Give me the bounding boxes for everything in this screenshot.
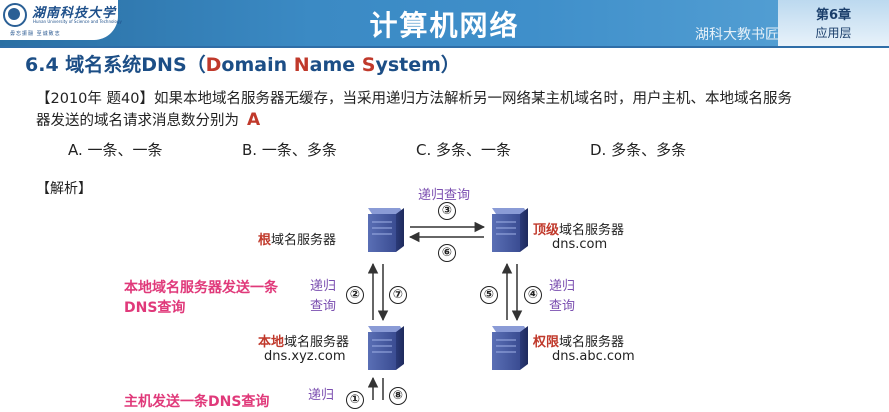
local-server-label: 本地域名服务器 xyxy=(258,331,349,350)
title-letter-s: S xyxy=(361,54,376,76)
root-rest: 域名服务器 xyxy=(271,233,337,248)
answer-mark: A xyxy=(247,110,261,130)
chapter-number: 第6章 xyxy=(815,8,852,23)
logo-text: 湖南科技大学 xyxy=(32,6,117,21)
top-query-label: 递归查询 xyxy=(418,188,471,203)
analysis-label: 【解析】 xyxy=(36,181,92,197)
university-logo: 湖南科技大学 Hunan University of Science and T… xyxy=(0,0,122,40)
option-a: A. 一条、一条 xyxy=(68,141,163,159)
tld-server-label: 顶级域名服务器 xyxy=(533,219,624,238)
root-server-icon xyxy=(368,208,404,252)
question-text: 【2010年 题40】如果本地域名服务器无缓存，当采用递归方法解析另一网络某主机… xyxy=(36,89,796,132)
question-body: 【2010年 题40】如果本地域名服务器无缓存，当采用递归方法解析另一网络某主机… xyxy=(36,91,792,129)
section-title: 6.4 域名系统DNS（Domain Name System） xyxy=(25,50,460,77)
note-local-server: 本地域名服务器发送一条DNS查询 xyxy=(124,280,278,316)
header-divider xyxy=(0,46,889,48)
local-server-icon xyxy=(368,326,404,370)
step-3-icon: ③ xyxy=(438,202,456,220)
header-bar xyxy=(0,0,889,46)
root-highlight: 根 xyxy=(258,233,272,248)
emblem-inner-icon xyxy=(8,8,20,20)
tld-rest: 域名服务器 xyxy=(559,223,625,238)
title-word-name: ame xyxy=(309,54,362,76)
emblem-icon xyxy=(3,3,27,27)
chapter-subtitle: 应用层 xyxy=(815,26,852,40)
auth-highlight: 权限 xyxy=(533,335,560,350)
local-host: dns.xyz.com xyxy=(264,349,346,364)
auth-host: dns.abc.com xyxy=(552,349,635,364)
option-b: B. 一条、多条 xyxy=(242,141,337,159)
step-7-icon: ⑦ xyxy=(389,286,407,304)
auth-server-icon xyxy=(492,326,528,370)
option-c: C. 多条、一条 xyxy=(416,141,512,159)
dns-diagram xyxy=(367,208,528,400)
auth-server-label: 权限域名服务器 xyxy=(533,331,624,350)
option-d: D. 多条、多条 xyxy=(590,141,687,159)
step-5-icon: ⑤ xyxy=(480,286,498,304)
logo-motto: 毋忘振翮 至诚致志 xyxy=(10,31,61,37)
note-host: 主机发送一条DNS查询 xyxy=(124,394,270,410)
tld-server-icon xyxy=(492,208,528,252)
section-title-prefix: 6.4 域名系统DNS（ xyxy=(25,54,206,76)
tld-host: dns.com xyxy=(552,237,608,252)
title-letter-d: D xyxy=(205,54,222,76)
local-rest: 域名服务器 xyxy=(284,335,350,350)
bottom-query-label: 递归 xyxy=(308,388,335,403)
step-4-icon: ④ xyxy=(524,286,542,304)
title-letter-n: N xyxy=(293,54,310,76)
logo-subtext: Hunan University of Science and Technolo… xyxy=(33,19,122,24)
left-query-label: 递归 查询 xyxy=(310,279,337,314)
tld-highlight: 顶级 xyxy=(533,223,560,238)
right-query-label: 递归 查询 xyxy=(549,279,576,314)
step-8-icon: ⑧ xyxy=(389,387,407,405)
root-server-label: 根域名服务器 xyxy=(258,229,336,248)
step-1-icon: ① xyxy=(346,391,364,409)
auth-rest: 域名服务器 xyxy=(559,335,625,350)
local-highlight: 本地 xyxy=(258,335,285,350)
chapter-badge: 第6章 应用层 xyxy=(778,0,889,46)
slide-title: 计算机网络 xyxy=(369,9,520,42)
step-6-icon: ⑥ xyxy=(438,244,456,262)
title-word-system: ystem） xyxy=(375,54,460,76)
step-2-icon: ② xyxy=(346,286,364,304)
title-word-domain: omain xyxy=(221,54,294,76)
watermark: 湖科大教书匠 xyxy=(695,27,779,43)
